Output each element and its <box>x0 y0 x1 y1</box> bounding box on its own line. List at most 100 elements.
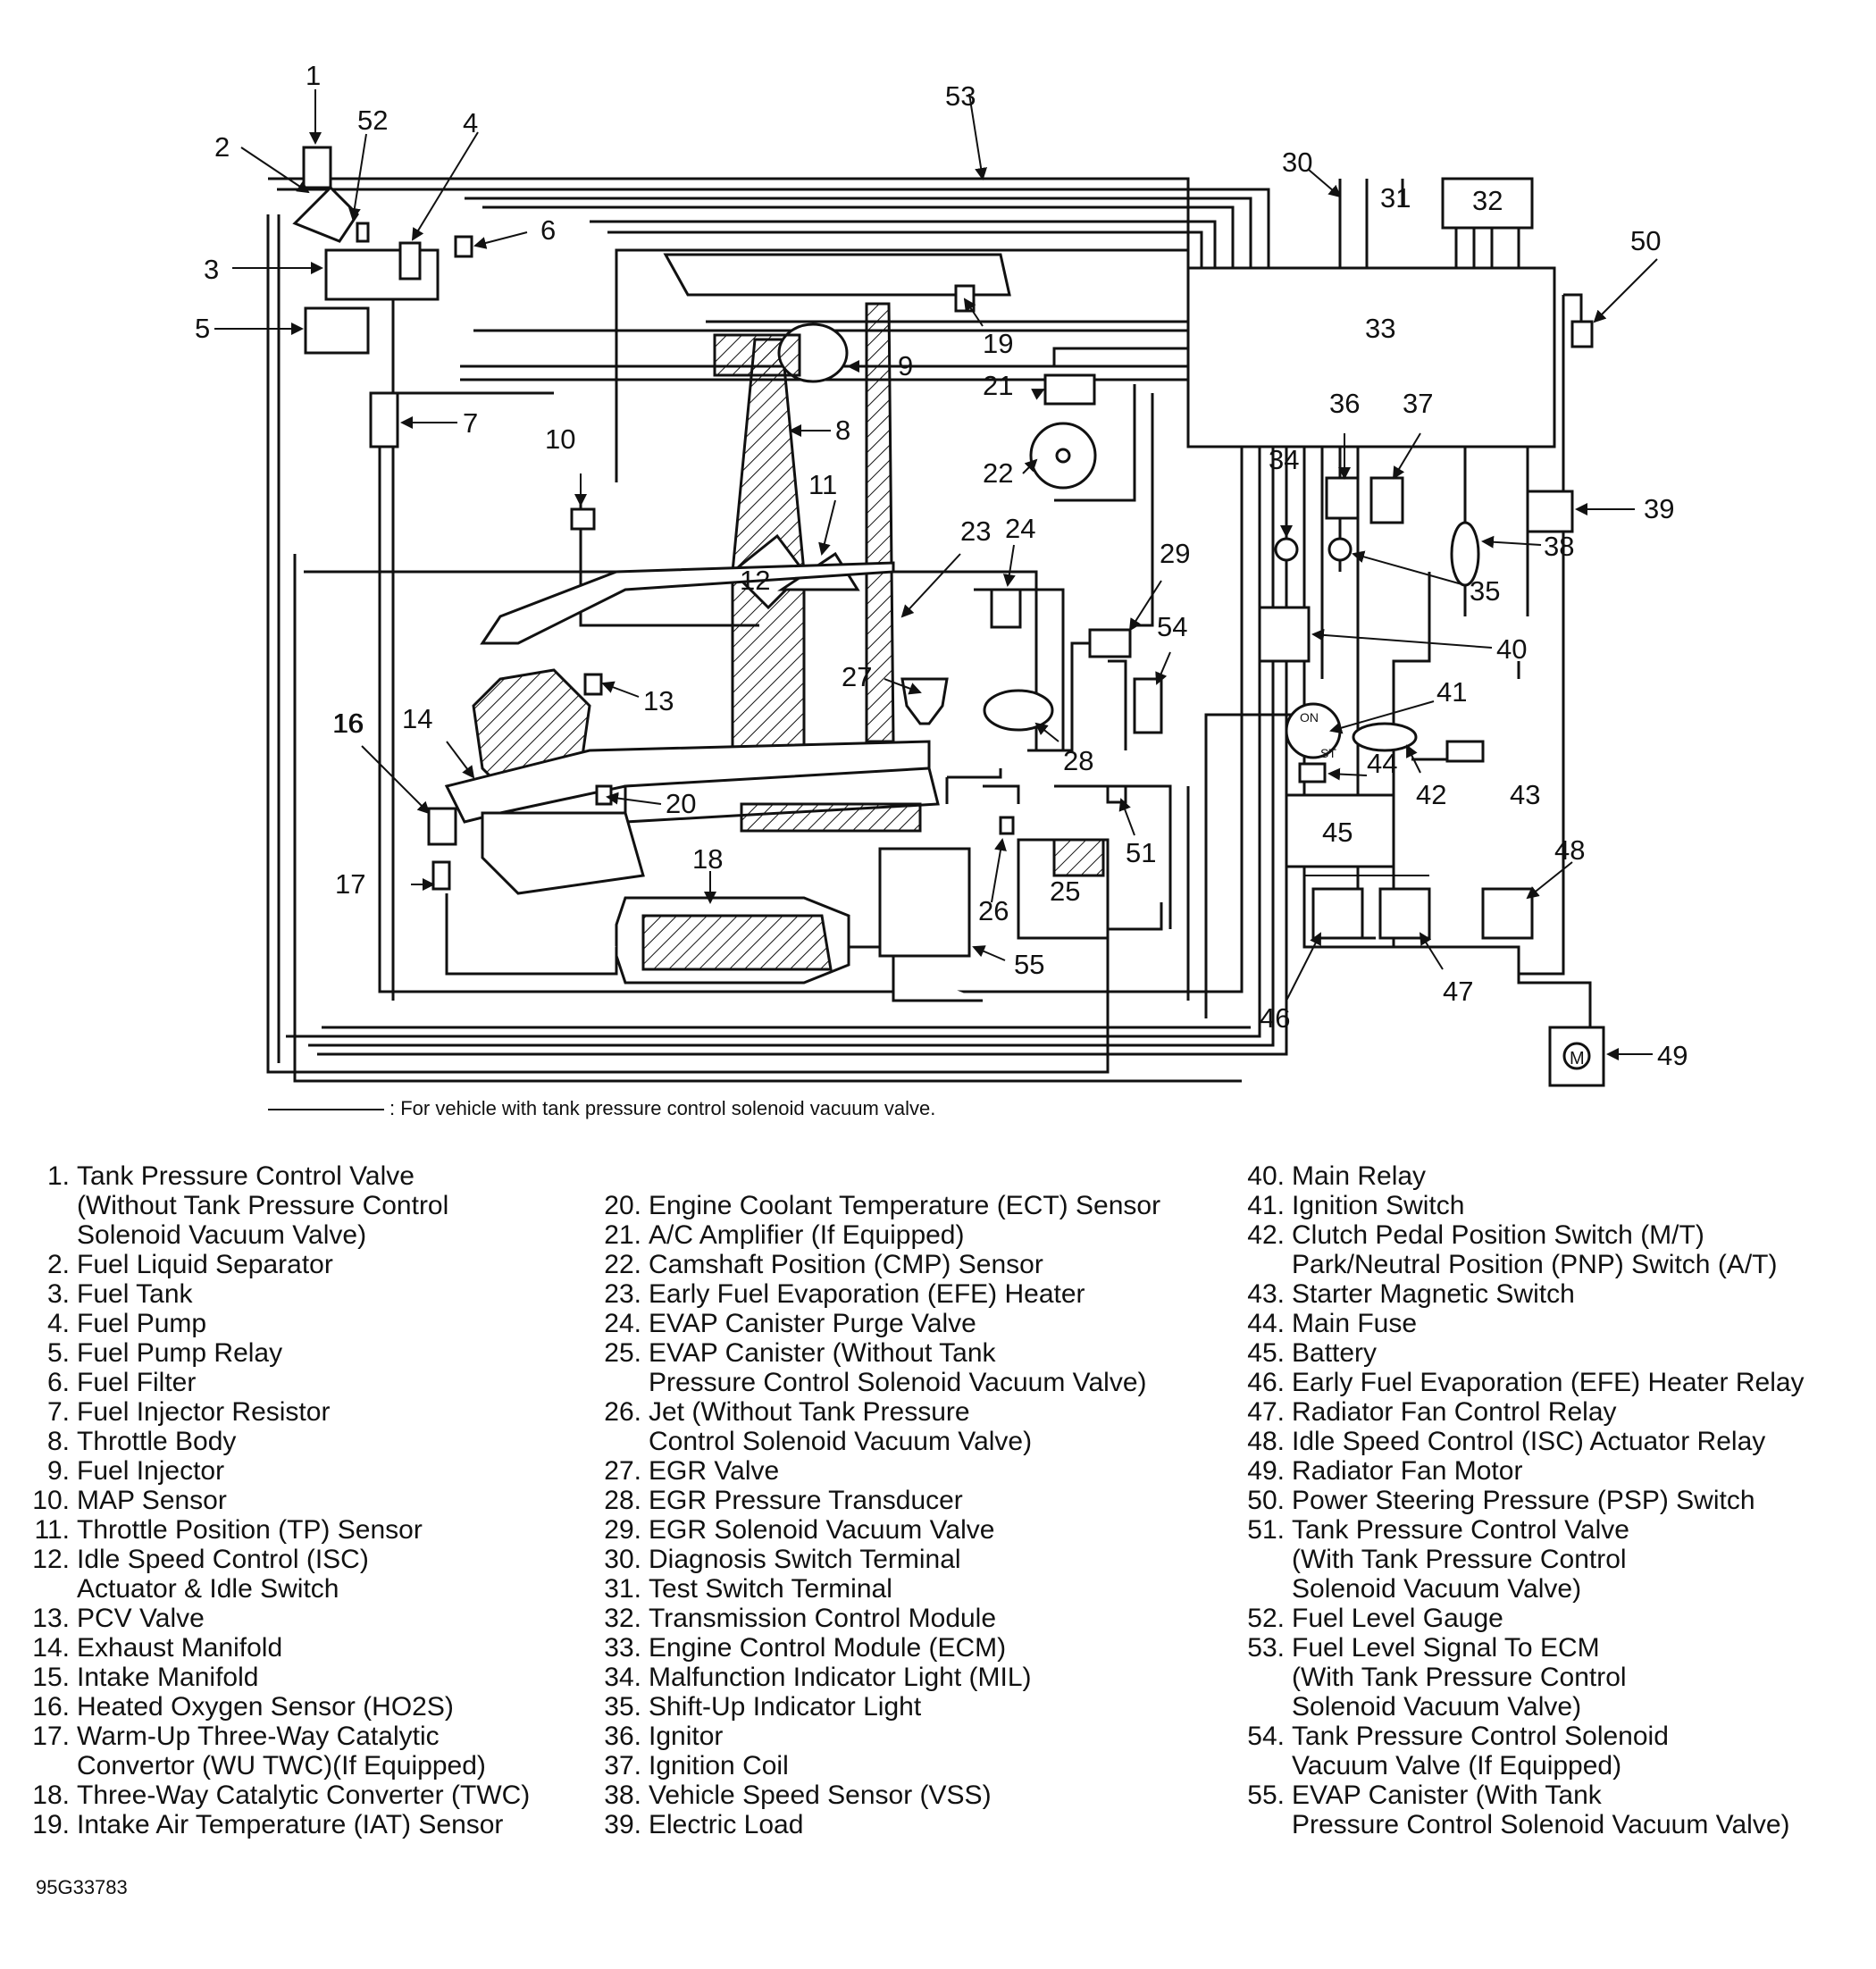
legend-item-number: 29. <box>604 1515 641 1545</box>
legend-item: 45.Battery <box>1233 1338 1805 1368</box>
legend-item-text: Fuel Liquid Separator <box>77 1250 333 1279</box>
callout-23: 23 <box>960 515 991 547</box>
tcm-box <box>1441 177 1534 230</box>
legend-item-text: Main Relay <box>1292 1161 1427 1191</box>
callout-2: 2 <box>214 131 230 163</box>
engine-assembly <box>427 253 1163 1002</box>
legend-column-2: 20.Engine Coolant Temperature (ECT) Sens… <box>590 1191 1160 1839</box>
legend-item-number: 11. <box>34 1515 70 1545</box>
callout-numbers: 1 2 3 4 5 6 7 8 9 10 11 12 13 14 16 16 1… <box>195 60 1688 1071</box>
legend-item-text: Fuel Injector Resistor <box>77 1397 331 1427</box>
electric-load-box <box>1526 490 1574 533</box>
legend-item-text: Tank Pressure Control Solenoid Vacuum Va… <box>1292 1722 1669 1780</box>
callout-1: 1 <box>306 60 321 91</box>
legend-item-number: 39. <box>604 1810 641 1839</box>
ac-amplifier <box>1043 373 1096 406</box>
legend-item-text: Tank Pressure Control Valve (Without Tan… <box>77 1161 449 1250</box>
callout-24: 24 <box>1005 513 1035 544</box>
engine-control-system-diagram: M ON ST <box>195 60 1688 1087</box>
legend-item-number: 34. <box>604 1663 641 1692</box>
air-cleaner <box>663 253 1011 297</box>
legend-item-number: 45. <box>1247 1338 1285 1368</box>
wu-twc <box>431 860 451 891</box>
legend-item-text: Fuel Tank <box>77 1279 193 1309</box>
legend-item-text: EGR Valve <box>649 1456 780 1486</box>
ignition-st-label: ST <box>1320 746 1336 760</box>
legend-item: 12.Idle Speed Control (ISC) Actuator & I… <box>18 1545 530 1604</box>
main-relay <box>1258 606 1311 663</box>
legend-item-number: 22. <box>604 1250 641 1279</box>
callout-4: 4 <box>463 107 478 138</box>
ignition-on-label: ON <box>1300 710 1319 725</box>
fuel-liquid-separator <box>292 185 359 243</box>
callout-13: 13 <box>643 685 674 716</box>
legend-item-number: 55. <box>1247 1780 1285 1810</box>
legend-item: 17.Warm-Up Three-Way Catalytic Convertor… <box>18 1722 530 1780</box>
legend-item-text: Ignition Switch <box>1292 1191 1465 1220</box>
fuel-pump <box>398 241 422 281</box>
evap-purge-valve <box>990 588 1022 629</box>
legend-item-text: Heated Oxygen Sensor (HO2S) <box>77 1692 454 1722</box>
legend-item-number: 10. <box>32 1486 70 1515</box>
callout-54: 54 <box>1157 611 1187 642</box>
callout-55: 55 <box>1014 949 1044 980</box>
callout-46: 46 <box>1260 1002 1290 1034</box>
callout-37: 37 <box>1403 388 1433 419</box>
legend-item-text: EVAP Canister (With Tank Pressure Contro… <box>1292 1780 1790 1839</box>
callout-36: 36 <box>1329 388 1360 419</box>
callout-31: 31 <box>1380 182 1411 214</box>
legend-item: 23.Early Fuel Evaporation (EFE) Heater <box>590 1279 1160 1309</box>
legend-item: 16.Heated Oxygen Sensor (HO2S) <box>18 1692 530 1722</box>
callout-34: 34 <box>1269 444 1299 475</box>
battery-box <box>1285 793 1395 868</box>
figure-code: 95G33783 <box>36 1876 128 1898</box>
legend-item-text: Ignition Coil <box>649 1751 789 1780</box>
legend-item-text: Ignitor <box>649 1722 724 1751</box>
legend-item-number: 13. <box>32 1604 70 1633</box>
psp-switch <box>1570 320 1594 348</box>
callout-18: 18 <box>692 843 723 875</box>
legend-item: 32. Transmission Control Module <box>590 1604 1160 1633</box>
legend-item-text: Intake Manifold <box>77 1663 259 1692</box>
callout-39: 39 <box>1644 493 1674 524</box>
callout-14: 14 <box>402 703 432 734</box>
legend-item-text: Warm-Up Three-Way Catalytic Convertor (W… <box>77 1722 486 1780</box>
callout-49: 49 <box>1657 1040 1688 1071</box>
legend-item-text: Engine Control Module (ECM) <box>649 1633 1007 1663</box>
legend-item: 24.EVAP Canister Purge Valve <box>590 1309 1160 1338</box>
legend-item: 27.EGR Valve <box>590 1456 1160 1486</box>
main-fuse-box <box>1298 762 1327 783</box>
legend-item-number: 40. <box>1247 1161 1285 1191</box>
legend-item-number: 19. <box>32 1810 70 1839</box>
legend-item: 50.Power Steering Pressure (PSP) Switch <box>1233 1486 1805 1515</box>
legend-item-text: Radiator Fan Control Relay <box>1292 1397 1617 1427</box>
legend-item: 2.Fuel Liquid Separator <box>18 1250 530 1279</box>
radiator-fan-relay <box>1378 887 1431 940</box>
legend-item-text: Power Steering Pressure (PSP) Switch <box>1292 1486 1755 1515</box>
legend-item-text: Malfunction Indicator Light (MIL) <box>649 1663 1032 1692</box>
legend-item-text: Tank Pressure Control Valve (With Tank P… <box>1292 1515 1629 1604</box>
legend-item-text: Main Fuse <box>1292 1309 1418 1338</box>
legend-item-number: 32. <box>604 1604 641 1633</box>
legend-item-text: Transmission Control Module <box>649 1604 997 1633</box>
legend-item: 26.Jet (Without Tank Pressure Control So… <box>590 1397 1160 1456</box>
legend-item: 34. Malfunction Indicator Light (MIL) <box>590 1663 1160 1692</box>
fuel-level-gauge <box>356 222 370 243</box>
legend-item-number: 28. <box>604 1486 641 1515</box>
legend-item: 46.Early Fuel Evaporation (EFE) Heater R… <box>1233 1368 1804 1397</box>
callout-21: 21 <box>983 370 1013 401</box>
legend-item-number: 51. <box>1247 1515 1285 1545</box>
legend-item: 10.MAP Sensor <box>18 1486 530 1515</box>
callout-25: 25 <box>1050 876 1080 907</box>
legend-item: 42.Clutch Pedal Position Switch (M/T) Pa… <box>1233 1220 1805 1279</box>
legend-item-number: 24. <box>604 1309 641 1338</box>
callout-47: 47 <box>1443 976 1473 1007</box>
legend-item-number: 33. <box>604 1633 641 1663</box>
callout-52: 52 <box>357 105 388 136</box>
legend-item-number: 54. <box>1247 1722 1285 1751</box>
legend-item-text: EGR Pressure Transducer <box>649 1486 963 1515</box>
callout-6: 6 <box>540 214 556 246</box>
legend-item-text: A/C Amplifier (If Equipped) <box>649 1220 965 1250</box>
legend-item: 4.Fuel Pump <box>18 1309 530 1338</box>
legend-item: 7.Fuel Injector Resistor <box>18 1397 530 1427</box>
